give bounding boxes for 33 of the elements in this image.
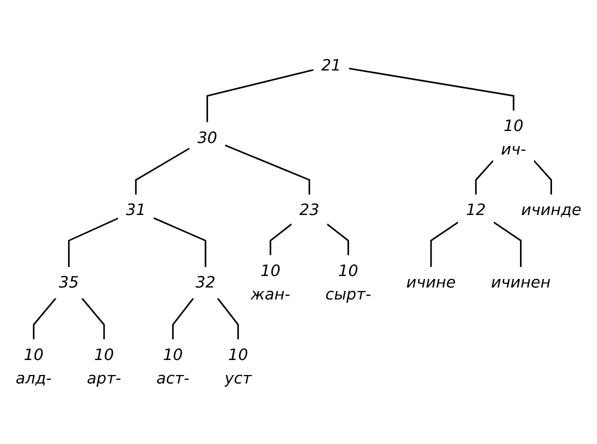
connector <box>348 68 514 110</box>
connector <box>32 298 56 340</box>
connector <box>493 222 522 267</box>
node-text: 10 сырт- <box>325 261 372 304</box>
connector <box>206 69 314 122</box>
connector <box>81 298 105 340</box>
node-text: ичине <box>406 272 456 292</box>
connector <box>153 217 206 267</box>
node-text: ичинде <box>521 200 582 220</box>
node-text: 30 <box>197 128 218 147</box>
connector <box>135 148 190 195</box>
connector <box>217 298 239 340</box>
node-text: 23 <box>299 200 320 220</box>
node-text: 12 <box>466 200 486 220</box>
node-text: 10 алд- <box>16 345 52 388</box>
node-text: 10 жан- <box>250 261 290 304</box>
node-text: 21 <box>321 56 342 74</box>
node-text: 10 арт- <box>86 345 122 388</box>
node-text: 10 аст- <box>156 345 190 388</box>
connector <box>326 224 350 256</box>
connector <box>270 224 292 256</box>
node-text: 32 <box>196 272 216 292</box>
connector <box>533 160 552 195</box>
connector <box>172 298 194 340</box>
connector <box>68 218 118 267</box>
connector <box>430 222 459 267</box>
node-text: 10 уст <box>224 345 252 388</box>
node-text: 35 <box>58 272 79 292</box>
node-text: 31 <box>126 200 146 220</box>
node-text: ичинен <box>490 272 551 292</box>
connector <box>224 144 310 195</box>
node-text: 10 ич- <box>501 116 526 158</box>
connector <box>475 160 494 195</box>
